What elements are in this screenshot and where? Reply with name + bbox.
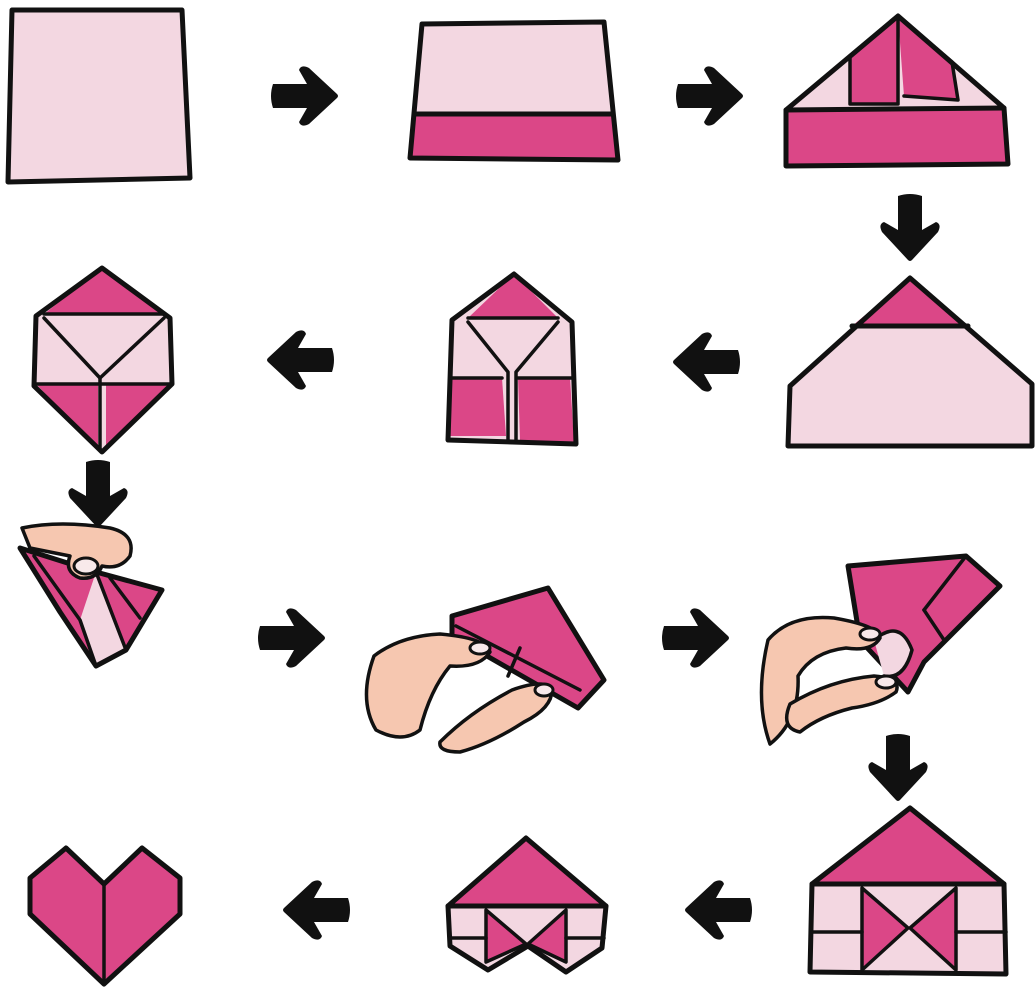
arrow-right-icon [662, 608, 729, 667]
arrow-down-icon [880, 194, 939, 261]
arrow-right-icon [271, 66, 338, 125]
step-1-square-paper [8, 10, 190, 182]
step-3-corners-folded-house [786, 16, 1008, 166]
arrow-left-icon [673, 332, 740, 391]
arrow-left-icon [267, 330, 334, 389]
step-7-hand-pinching-point [20, 524, 162, 666]
step-5-narrow-house [448, 274, 576, 444]
arrow-left-icon [283, 880, 350, 939]
step-12-finished-heart [30, 848, 180, 984]
step-9-hand-holding-flap [761, 556, 1000, 744]
arrow-right-icon [258, 608, 325, 667]
step-6-diamond-shape [34, 268, 172, 452]
step-4-flipped-house [788, 278, 1032, 446]
step-11-heart-nearly-done [448, 838, 606, 972]
arrow-down-icon [868, 734, 927, 801]
step-10-house-with-bow [810, 808, 1006, 974]
arrow-right-icon [676, 66, 743, 125]
arrow-left-icon [685, 880, 752, 939]
step-8-hand-holding-house [366, 588, 604, 752]
step-2-bottom-strip-folded [410, 22, 618, 160]
arrow-down-icon [68, 460, 127, 527]
